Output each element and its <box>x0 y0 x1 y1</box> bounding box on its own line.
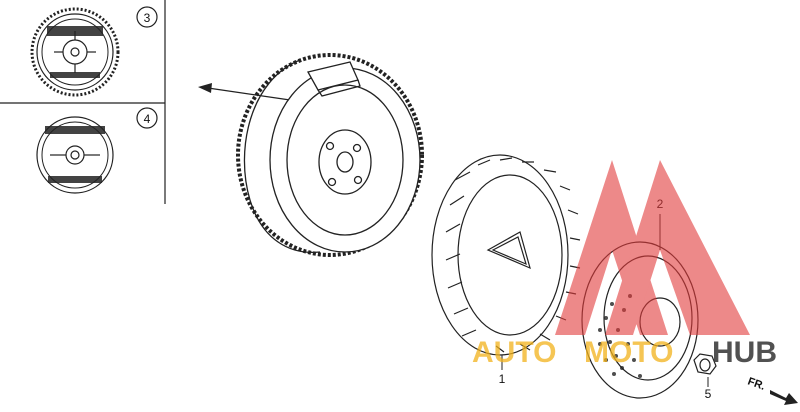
watermark-auto: AUTO <box>472 336 556 369</box>
callout-4-label: 4 <box>144 112 151 126</box>
flywheel-drawing <box>236 53 424 257</box>
variant-4-rotor-drawing <box>36 116 114 194</box>
front-direction-label: FR. <box>746 376 767 393</box>
callout-3-circle <box>136 6 158 28</box>
variant-inset-panel <box>0 0 166 204</box>
part-5-label: 5 <box>705 387 712 401</box>
cooling-fan-drawing <box>431 154 581 356</box>
watermark-hub: HUB <box>712 336 777 369</box>
part-1-label: 1 <box>499 372 506 386</box>
direction-arrow-icon <box>770 390 798 405</box>
watermark-moto: MOTO <box>584 336 673 369</box>
callout-4-circle <box>136 107 158 129</box>
triangle-logo <box>555 160 750 335</box>
inset-pointer-arrow <box>198 83 291 101</box>
callout-3-label: 3 <box>144 11 151 25</box>
variant-3-rotor-drawing <box>30 7 120 97</box>
flange-nut-drawing <box>693 353 717 375</box>
